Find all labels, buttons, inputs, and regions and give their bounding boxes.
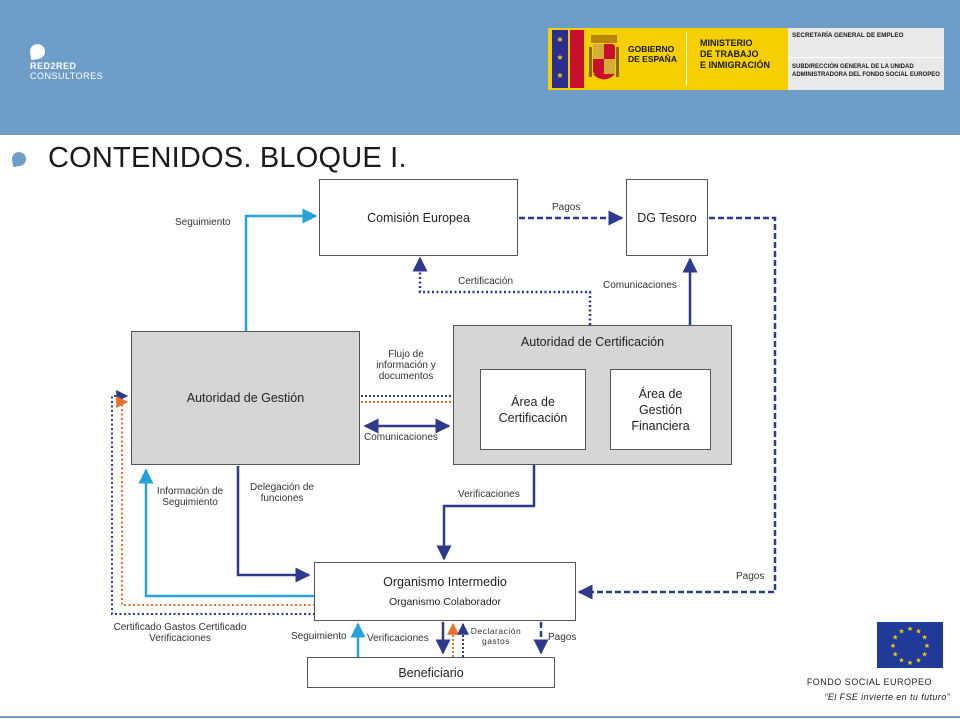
info-seguimiento-arrow — [138, 468, 315, 598]
area-gestion-financiera-label: Área de Gestión Financiera — [631, 386, 690, 433]
comision-europea-box: Comisión Europea — [319, 179, 518, 256]
comision-europea-label: Comisión Europea — [367, 210, 470, 225]
eu-flag-icon: ★ ★ ★ ★ ★ ★ ★ ★ ★ ★ ★ ★ — [877, 622, 943, 668]
page-title: CONTENIDOS. BLOQUE I. — [48, 142, 407, 174]
pagos-top-label: Pagos — [552, 202, 581, 213]
secretaria-label: SECRETARÍA GENERAL DE EMPLEO — [792, 32, 904, 39]
seguimiento-bottom-label: Seguimiento — [291, 631, 347, 642]
secretaria-panel — [788, 28, 944, 90]
seguimiento-top-arrow — [244, 208, 318, 331]
fse-label: FONDO SOCIAL EUROPEO — [806, 677, 932, 687]
svg-text:★: ★ — [922, 634, 928, 642]
svg-text:★: ★ — [898, 627, 904, 635]
svg-text:★: ★ — [892, 651, 898, 659]
organismo-intermedio-label: Organismo Intermedio — [383, 574, 507, 589]
comunicaciones-mid-label: Comunicaciones — [364, 432, 438, 443]
svg-text:★: ★ — [915, 657, 921, 665]
verificaciones-bottom-label: Verificaciones — [367, 633, 429, 644]
delegacion-arrow — [236, 466, 311, 583]
logo-name: RED2RED — [30, 61, 77, 71]
svg-text:★: ★ — [924, 642, 930, 650]
header-band: RED2RED CONSULTORES ★ ★ ★ GOBIERNO DE ES… — [0, 0, 960, 135]
organismo-intermedio-box: Organismo Intermedio Organismo Colaborad… — [314, 562, 576, 621]
government-separator — [686, 32, 687, 86]
certificados-orange-arrow — [116, 396, 315, 606]
svg-text:★: ★ — [922, 651, 928, 659]
fse-motto: “El FSE invierte en tu futuro” — [824, 692, 950, 702]
svg-text:★: ★ — [907, 659, 913, 667]
area-certificacion-box: Área de Certificación — [480, 369, 586, 450]
logo-subtitle: CONSULTORES — [30, 71, 104, 81]
eu-stars-band-icon: ★ ★ ★ — [552, 30, 568, 88]
svg-text:★: ★ — [915, 627, 921, 635]
declaracion-label: Declaración gastos — [470, 626, 522, 646]
verificaciones-mid-arrow — [436, 450, 536, 561]
info-seguimiento-label: Información de Seguimiento — [156, 486, 224, 508]
certificacion-arrow — [412, 256, 592, 325]
government-yellow-panel — [548, 28, 788, 90]
comunicaciones-top-label: Comunicaciones — [603, 280, 677, 291]
spanish-flag-band — [570, 30, 584, 88]
government-logo-block: ★ ★ ★ GOBIERNO DE ESPAÑA MINISTERIO DE T… — [548, 28, 944, 90]
dg-tesoro-box: DG Tesoro — [626, 179, 708, 256]
secretaria-divider — [788, 57, 944, 58]
area-gestion-financiera-box: Área de Gestión Financiera — [610, 369, 711, 450]
svg-text:★: ★ — [907, 625, 913, 633]
spain-coat-of-arms-icon — [589, 35, 619, 80]
certificados-label: Certificado Gastos Certificado Verificac… — [113, 622, 247, 644]
autoridad-certificacion-label: Autoridad de Certificación — [520, 335, 665, 349]
pagos-right-arrow — [577, 216, 777, 600]
flujo-label: Flujo de información y documentos — [376, 349, 436, 382]
organismo-colaborador-label: Organismo Colaborador — [388, 595, 502, 608]
beneficiario-box: Beneficiario — [307, 657, 555, 688]
verificaciones-mid-label: Verificaciones — [458, 489, 520, 500]
svg-text:★: ★ — [892, 634, 898, 642]
dg-tesoro-label: DG Tesoro — [637, 210, 697, 225]
ministry-label: MINISTERIO DE TRABAJO E INMIGRACIÓN — [700, 38, 771, 70]
autoridad-gestion-box: Autoridad de Gestión — [131, 331, 360, 465]
bottom-rule — [0, 716, 960, 718]
svg-text:★: ★ — [898, 657, 904, 665]
gobierno-label: GOBIERNO DE ESPAÑA — [628, 44, 677, 64]
beneficiario-label: Beneficiario — [398, 665, 464, 680]
seguimiento-top-label: Seguimiento — [175, 217, 231, 228]
area-certificacion-label: Área de Certificación — [498, 394, 568, 425]
certificacion-label: Certificación — [458, 276, 514, 287]
autoridad-gestion-label: Autoridad de Gestión — [186, 391, 305, 405]
subdireccion-label: SUBDIRECCIÓN GENERAL DE LA UNIDAD ADMINI… — [792, 64, 940, 78]
pagos-bottom-label: Pagos — [548, 632, 577, 643]
svg-text:★: ★ — [890, 642, 896, 650]
pagos-right-label: Pagos — [736, 571, 765, 582]
delegacion-label: Delegación de funciones — [250, 482, 314, 504]
